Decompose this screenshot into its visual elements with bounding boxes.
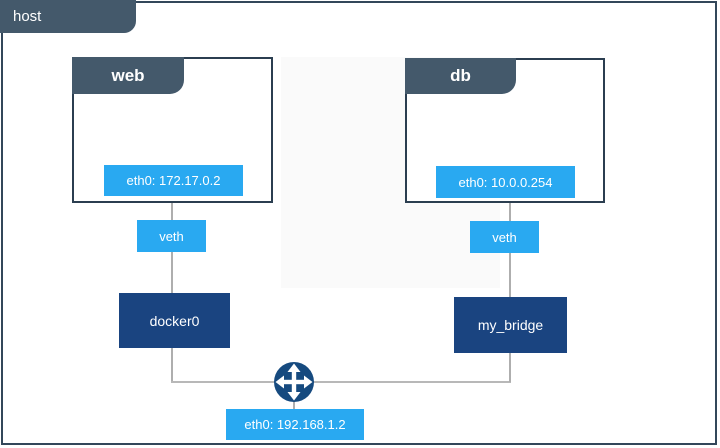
connector-bus-to-mybridge [509, 353, 511, 382]
host-tab: host [0, 0, 136, 33]
connector-veth-to-docker0 [171, 252, 173, 293]
bridge-mybridge: my_bridge [454, 297, 567, 353]
host-eth-badge: eth0: 192.168.1.2 [226, 409, 364, 440]
bridge-mybridge-label: my_bridge [477, 317, 544, 333]
connector-router-to-hosteth [293, 400, 295, 409]
connector-web-to-veth [171, 203, 173, 220]
host-label: host [13, 8, 42, 25]
veth-left-chip: veth [137, 220, 206, 252]
container-db-tab: db [405, 58, 516, 94]
connector-mybridge-to-veth [509, 253, 511, 297]
container-web-label: web [111, 65, 145, 85]
connector-docker0-to-bus [171, 348, 173, 382]
container-web-tab: web [72, 57, 184, 94]
web-eth-badge: eth0: 172.17.0.2 [104, 165, 243, 196]
db-eth-badge: eth0: 10.0.0.254 [436, 166, 575, 198]
bridge-docker0: docker0 [119, 293, 230, 348]
bridge-docker0-label: docker0 [149, 312, 200, 329]
veth-right-chip: veth [470, 221, 539, 253]
connector-horizontal-bus [171, 381, 511, 383]
web-eth-label: eth0: 172.17.0.2 [126, 173, 221, 188]
container-db-label: db [450, 66, 471, 85]
veth-left-label: veth [159, 228, 184, 244]
host-eth-label: eth0: 192.168.1.2 [244, 417, 346, 432]
router-icon [274, 362, 314, 402]
db-eth-label: eth0: 10.0.0.254 [458, 174, 553, 190]
connector-veth-to-db [509, 203, 511, 221]
veth-right-label: veth [492, 229, 517, 245]
